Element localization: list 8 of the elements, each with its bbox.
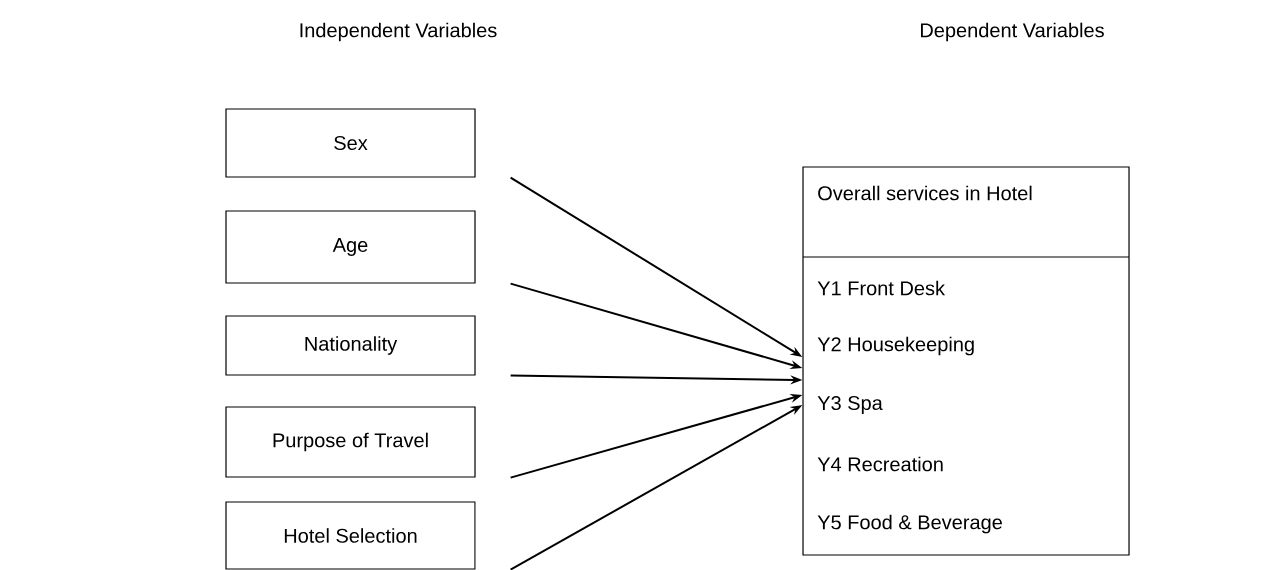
variable-box: Hotel Selection — [225, 501, 476, 570]
heading-text: Independent Variables — [300, 22, 497, 42]
variable-box: Nationality — [225, 315, 476, 376]
variable-box: Age — [225, 210, 476, 284]
heading-text: Dependent Variables — [921, 22, 1104, 42]
outcome-box: Overall services in Hotel Y1 Front Desk Y2 Housekeeping Y3 Spa Y4 Recreation Y5 Food & Beverage — [802, 166, 1130, 556]
variable-box: Sex — [225, 108, 476, 178]
variable-box: Purpose of Travel — [225, 406, 476, 478]
